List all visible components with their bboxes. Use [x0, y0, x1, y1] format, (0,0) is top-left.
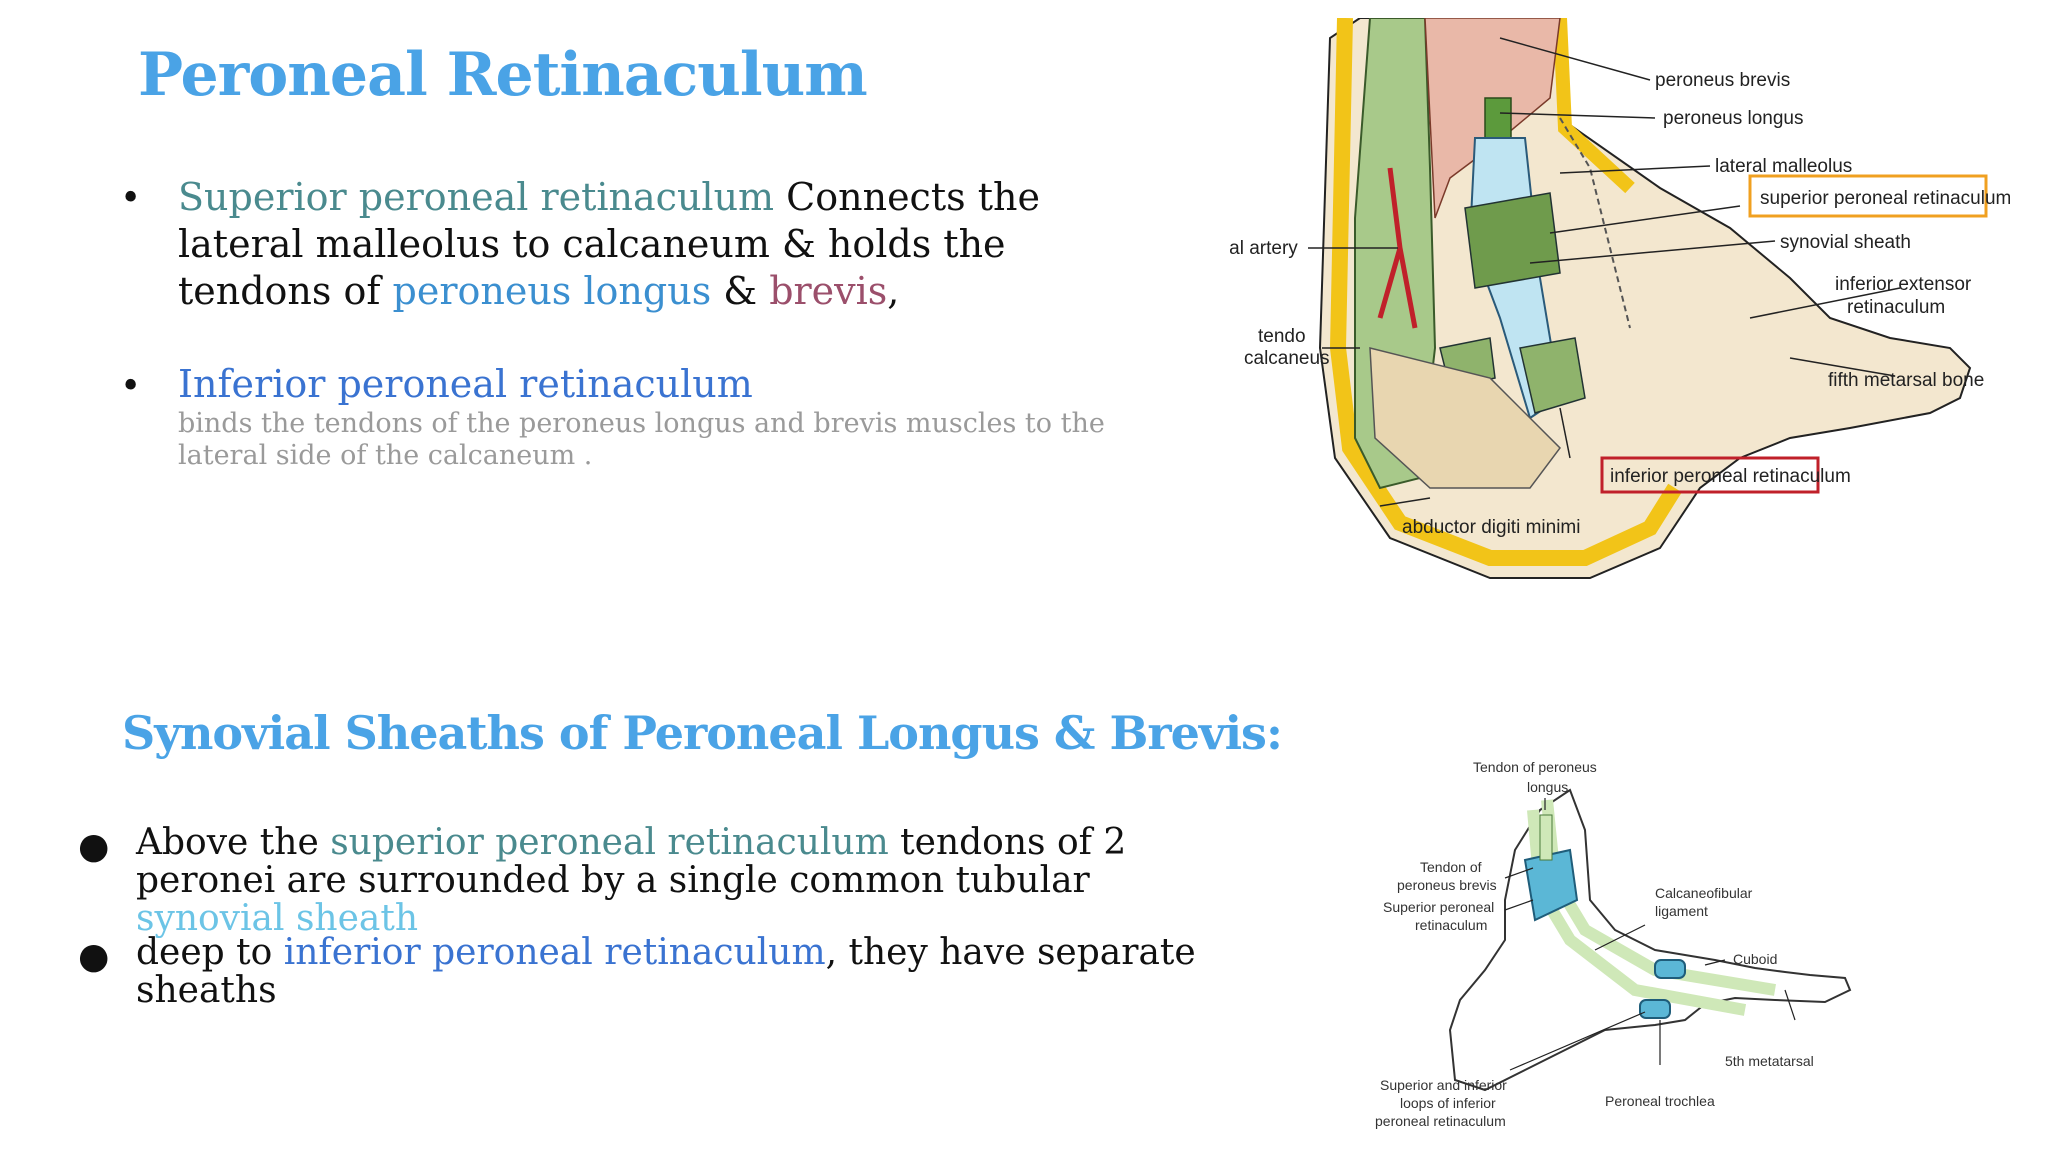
label-inferior-extensor-2: retinaculum	[1847, 297, 1945, 318]
text: Connects the lateral malleolus to calcan…	[178, 175, 1040, 313]
label-tendon-brevis-2: peroneus brevis	[1397, 877, 1497, 893]
term-brevis: brevis	[769, 269, 888, 313]
label-tendon-longus-2: longus	[1527, 779, 1568, 795]
text: ,	[887, 269, 900, 313]
inferior-retinaculum-highlight	[1600, 456, 1820, 494]
page-title: Peroneal Retinaculum	[138, 40, 868, 110]
label-superior-ret-2: retinaculum	[1415, 917, 1487, 933]
label-loops-2: loops of inferior	[1400, 1095, 1496, 1111]
label-lateral-malleolus: lateral malleolus	[1715, 156, 1852, 177]
label-calcaneofibular-1: Calcaneofibular	[1655, 885, 1753, 901]
label-peroneus-brevis: peroneus brevis	[1655, 70, 1790, 91]
ankle-anatomy-figure: peroneus brevis peroneus longus lateral …	[1230, 18, 2010, 579]
label-peroneal-trochlea: Peroneal trochlea	[1605, 1093, 1715, 1109]
text: &	[711, 269, 770, 313]
section-title: Synovial Sheaths of Peroneal Longus & Br…	[122, 706, 1283, 760]
calcaneum	[1369, 347, 1561, 489]
text: , they have separate sheaths	[136, 932, 1196, 1011]
label-loops-1: Superior and inferior	[1380, 1077, 1507, 1093]
term-inferior-retinaculum: Inferior peroneal retinaculum	[178, 362, 753, 406]
bullet-superior-retinaculum: Superior peroneal retinaculum Connects t…	[178, 174, 1058, 315]
term-superior-retinaculum: Superior peroneal retinaculum	[178, 175, 775, 219]
synovial-sheath-figure: Tendon of peroneus longus Tendon of pero…	[1375, 759, 1852, 1129]
bullet-dot: ●	[78, 826, 110, 867]
bullet-above-superior: Above the superior peroneal retinaculum …	[136, 824, 1236, 938]
bullet-inferior-retinaculum: Inferior peroneal retinaculum binds the …	[178, 361, 1118, 472]
label-loops-3: peroneal retinaculum	[1375, 1113, 1506, 1129]
superior-retinaculum-band	[1464, 192, 1561, 289]
label-calcaneofibular-2: ligament	[1655, 903, 1708, 919]
term-inferior-retinaculum: inferior peroneal retinaculum	[283, 932, 826, 973]
label-synovial-sheath: synovial sheath	[1780, 232, 1911, 253]
peroneal-artery	[1377, 167, 1418, 329]
label-superior-ret-1: Superior peroneal	[1383, 899, 1494, 915]
label-tendon-brevis-1: Tendon of	[1420, 859, 1482, 875]
bullet-dot: •	[120, 366, 142, 407]
separate-sheath	[1639, 999, 1671, 1019]
label-cuboid: Cuboid	[1733, 951, 1777, 967]
label-peroneal-artery: peroneal artery	[1230, 238, 1298, 259]
term-synovial-sheath: synovial sheath	[136, 898, 419, 939]
inferior-retinaculum-band	[1519, 337, 1586, 414]
term-superior-retinaculum: superior peroneal retinaculum	[330, 822, 889, 863]
tendon-stub	[1539, 814, 1553, 861]
label-fifth-metatarsal: 5th metatarsal	[1725, 1053, 1814, 1069]
text: Above the	[136, 822, 331, 863]
term-peroneus-longus: peroneus longus	[392, 269, 712, 313]
label-inferior-peroneal-retinaculum: inferior peroneal retinaculum	[1610, 466, 1851, 487]
inferior-retinaculum-detail: binds the tendons of the peroneus longus…	[178, 408, 1105, 471]
label-tendo-2: calcaneus	[1244, 348, 1330, 369]
label-tendo-1: tendo	[1258, 326, 1306, 347]
bullet-dot: •	[120, 178, 142, 219]
fat-layer	[1329, 18, 1682, 566]
label-superior-peroneal-retinaculum: superior peroneal retinaculum	[1760, 188, 2010, 209]
superior-retinaculum-highlight	[1748, 174, 1988, 218]
text: deep to	[136, 932, 284, 973]
bullet-deep-to-inferior: deep to inferior peroneal retinaculum, t…	[136, 934, 1236, 1010]
label-fifth-metarsal-bone: fifth metarsal bone	[1828, 370, 1984, 391]
text: tendons of 2 peronei are surrounded by a…	[136, 822, 1127, 901]
bullet-dot: ●	[78, 936, 110, 977]
label-abductor-digiti-minimi: abductor digiti minimi	[1402, 517, 1580, 538]
label-inferior-extensor-1: inferior extensor	[1835, 274, 1972, 295]
bone-outline	[1448, 788, 1852, 1092]
label-tendon-longus-1: Tendon of peroneus	[1473, 759, 1597, 775]
separate-sheath	[1654, 959, 1686, 979]
lateral-malleolus	[1559, 117, 1631, 329]
label-peroneus-longus: peroneus longus	[1663, 108, 1804, 129]
